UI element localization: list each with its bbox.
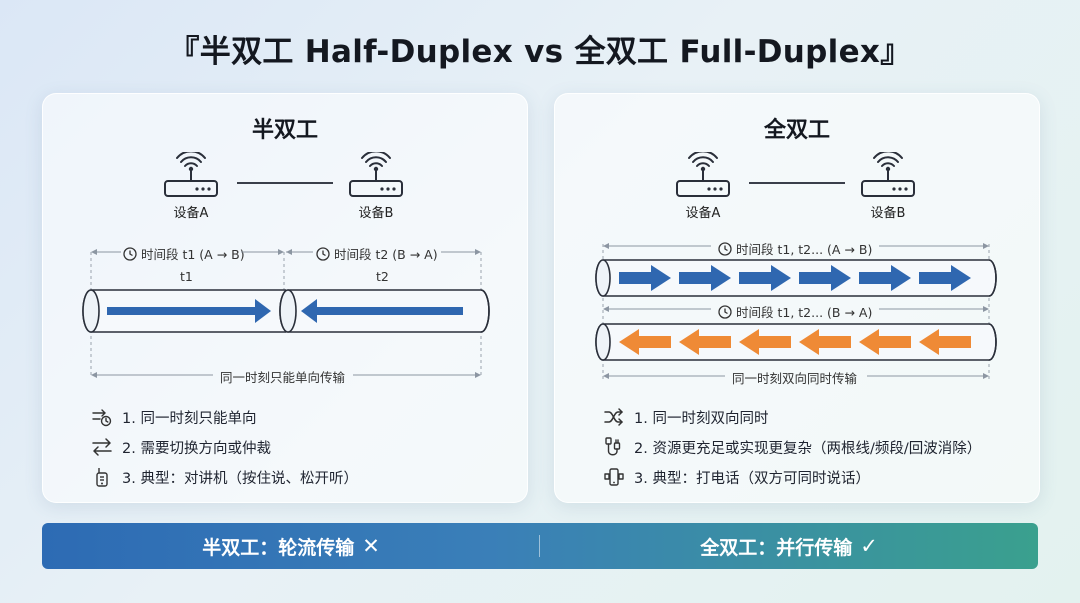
device-a: 设备A <box>668 152 738 221</box>
pipe-t1 <box>82 289 294 333</box>
device-b-label: 设备B <box>870 206 906 221</box>
router-icon <box>676 152 730 197</box>
clock-icon <box>316 247 330 261</box>
full-duplex-diagram <box>595 243 997 379</box>
full-duplex-panel: 全双工 设备A 设备B 时间段 t1, t2... (A → B) <box>554 93 1040 503</box>
list-item: 1. 同一时刻双向同时 <box>603 402 981 432</box>
period-ab-label: 时间段 t1, t2... (A → B) <box>718 239 872 258</box>
half-duplex-diagram <box>82 249 490 378</box>
period-t2-label: 时间段 t2 (B → A) <box>316 244 438 263</box>
t1-label: t1 <box>180 269 193 284</box>
device-b-label: 设备B <box>358 206 394 221</box>
summary-half-duplex: 半双工：轮流传输 ✕ <box>42 523 540 569</box>
cross-icon: ✕ <box>362 534 380 558</box>
period-ab-text: 时间段 t1, t2... (A → B) <box>736 242 873 257</box>
device-b: 设备B <box>853 152 923 221</box>
summary-divider <box>539 535 540 557</box>
clock-icon <box>123 247 137 261</box>
period-ba-text: 时间段 t1, t2... (B → A) <box>736 305 873 320</box>
list-item: 3. 典型：打电话（双方可同时说话） <box>603 462 981 492</box>
device-a: 设备A <box>156 152 226 221</box>
period-ba-label: 时间段 t1, t2... (B → A) <box>718 302 872 321</box>
device-a-label: 设备A <box>173 206 209 221</box>
summary-half-text: 半双工：轮流传输 <box>202 536 355 559</box>
list-item-text: 2. 需要切换方向或仲裁 <box>122 440 271 457</box>
pipe-a-to-b <box>595 259 997 297</box>
switch-arrows-icon <box>91 437 113 457</box>
summary-full-duplex: 全双工：并行传输 ✓ <box>540 523 1038 569</box>
list-item-text: 3. 典型：打电话（双方可同时说话） <box>634 470 870 487</box>
full-duplex-features: 1. 同一时刻双向同时 2. 资源更充足或实现更复杂（两根线/频段/回波消除） … <box>603 402 981 492</box>
list-item-text: 2. 资源更充足或实现更复杂（两根线/频段/回波消除） <box>634 440 982 457</box>
device-b: 设备B <box>341 152 411 221</box>
half-duplex-title: 半双工 <box>251 118 318 143</box>
period-t1-text: 时间段 t1 (A → B) <box>141 247 245 262</box>
clock-icon <box>718 242 732 256</box>
one-way-timer-icon <box>91 407 113 427</box>
router-icon <box>164 152 218 197</box>
phone-call-icon <box>603 467 625 487</box>
half-duplex-note: 同一时刻只能单向传输 <box>220 370 346 385</box>
pipe-b-to-a <box>595 323 997 361</box>
list-item: 3. 典型：对讲机（按住说、松开听） <box>91 462 358 492</box>
list-item-text: 3. 典型：对讲机（按住说、松开听） <box>122 470 358 487</box>
list-item-text: 1. 同一时刻双向同时 <box>634 410 769 427</box>
router-icon <box>349 152 403 197</box>
list-item-text: 1. 同一时刻只能单向 <box>122 410 257 427</box>
cable-icon <box>603 437 625 457</box>
list-item: 2. 资源更充足或实现更复杂（两根线/频段/回波消除） <box>603 432 981 462</box>
full-duplex-title: 全双工 <box>763 118 830 143</box>
connection-line <box>749 182 845 184</box>
period-t1-label: 时间段 t1 (A → B) <box>123 244 245 263</box>
pipe-t2 <box>279 289 490 333</box>
half-duplex-panel: 半双工 设备A 设备B 时间段 t1 (A → B) <box>42 93 528 503</box>
device-a-label: 设备A <box>685 206 721 221</box>
summary-bar: 半双工：轮流传输 ✕ 全双工：并行传输 ✓ <box>42 523 1038 569</box>
shuffle-icon <box>603 407 625 427</box>
period-t2-text: 时间段 t2 (B → A) <box>334 247 438 262</box>
page-title: 『半双工 Half-Duplex vs 全双工 Full-Duplex』 <box>168 34 912 70</box>
walkie-talkie-icon <box>91 467 113 487</box>
router-icon <box>861 152 915 197</box>
half-duplex-features: 1. 同一时刻只能单向 2. 需要切换方向或仲裁 3. 典型：对讲机（按住说、松… <box>91 402 358 492</box>
list-item: 1. 同一时刻只能单向 <box>91 402 358 432</box>
list-item: 2. 需要切换方向或仲裁 <box>91 432 358 462</box>
full-duplex-note: 同一时刻双向同时传输 <box>732 371 858 386</box>
check-icon: ✓ <box>860 534 878 558</box>
t2-label: t2 <box>376 269 389 284</box>
summary-full-text: 全双工：并行传输 <box>700 536 853 559</box>
clock-icon <box>718 305 732 319</box>
connection-line <box>237 182 333 184</box>
